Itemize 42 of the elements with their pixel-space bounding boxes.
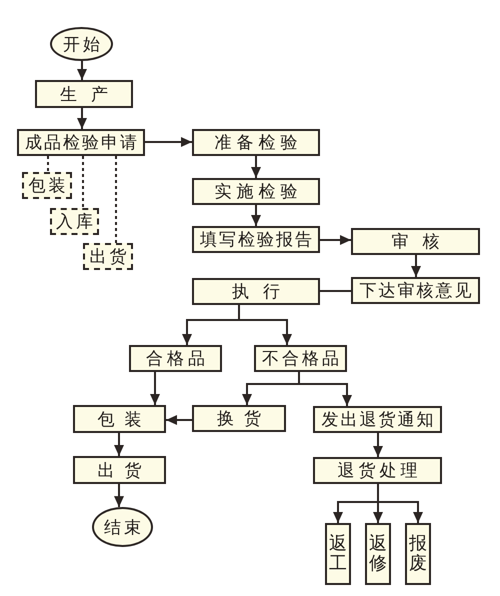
process-box: 下达审核意见	[351, 277, 480, 304]
arrow	[377, 484, 423, 523]
process-box: 合格品	[129, 345, 222, 372]
arrow	[150, 372, 160, 405]
arrow	[238, 305, 292, 345]
arrow	[251, 205, 261, 226]
dotted-connector-line	[47, 156, 49, 172]
process-box: 不合格品	[254, 345, 347, 372]
arrow	[320, 235, 351, 245]
process-box: 执行	[192, 278, 320, 305]
process-box: 返修	[365, 523, 391, 585]
arrow	[166, 415, 192, 425]
dashed-box: 出货	[83, 243, 133, 270]
arrow	[298, 372, 352, 406]
connector-line	[320, 290, 351, 292]
process-box: 准备检验	[192, 129, 320, 156]
process-box: 填写检验报告	[192, 226, 320, 253]
terminal-ellipse: 开始	[50, 27, 113, 61]
arrow	[411, 255, 421, 277]
process-box: 报废	[405, 523, 431, 585]
process-box: 实施检验	[192, 178, 320, 205]
process-box: 出货	[73, 456, 166, 484]
dotted-connector-line	[82, 156, 84, 208]
arrow	[77, 108, 87, 129]
process-box: 发出退货通知	[313, 406, 442, 433]
dotted-connector-line	[115, 156, 117, 243]
process-box: 换货	[192, 405, 286, 432]
process-box: 生产	[35, 80, 133, 108]
arrow	[77, 61, 87, 80]
arrow	[373, 433, 383, 457]
arrow	[114, 433, 124, 456]
terminal-ellipse: 结束	[92, 507, 153, 547]
process-box: 成品检验申请	[17, 129, 145, 156]
process-box: 包装	[73, 405, 166, 433]
process-box: 审核	[351, 228, 480, 255]
process-box: 返工	[325, 523, 351, 585]
arrow	[145, 137, 192, 147]
arrow	[251, 156, 261, 178]
dashed-box: 入库	[50, 208, 99, 235]
dashed-box: 包装	[22, 172, 72, 199]
arrow	[114, 484, 124, 508]
process-box: 退货处理	[313, 457, 442, 484]
